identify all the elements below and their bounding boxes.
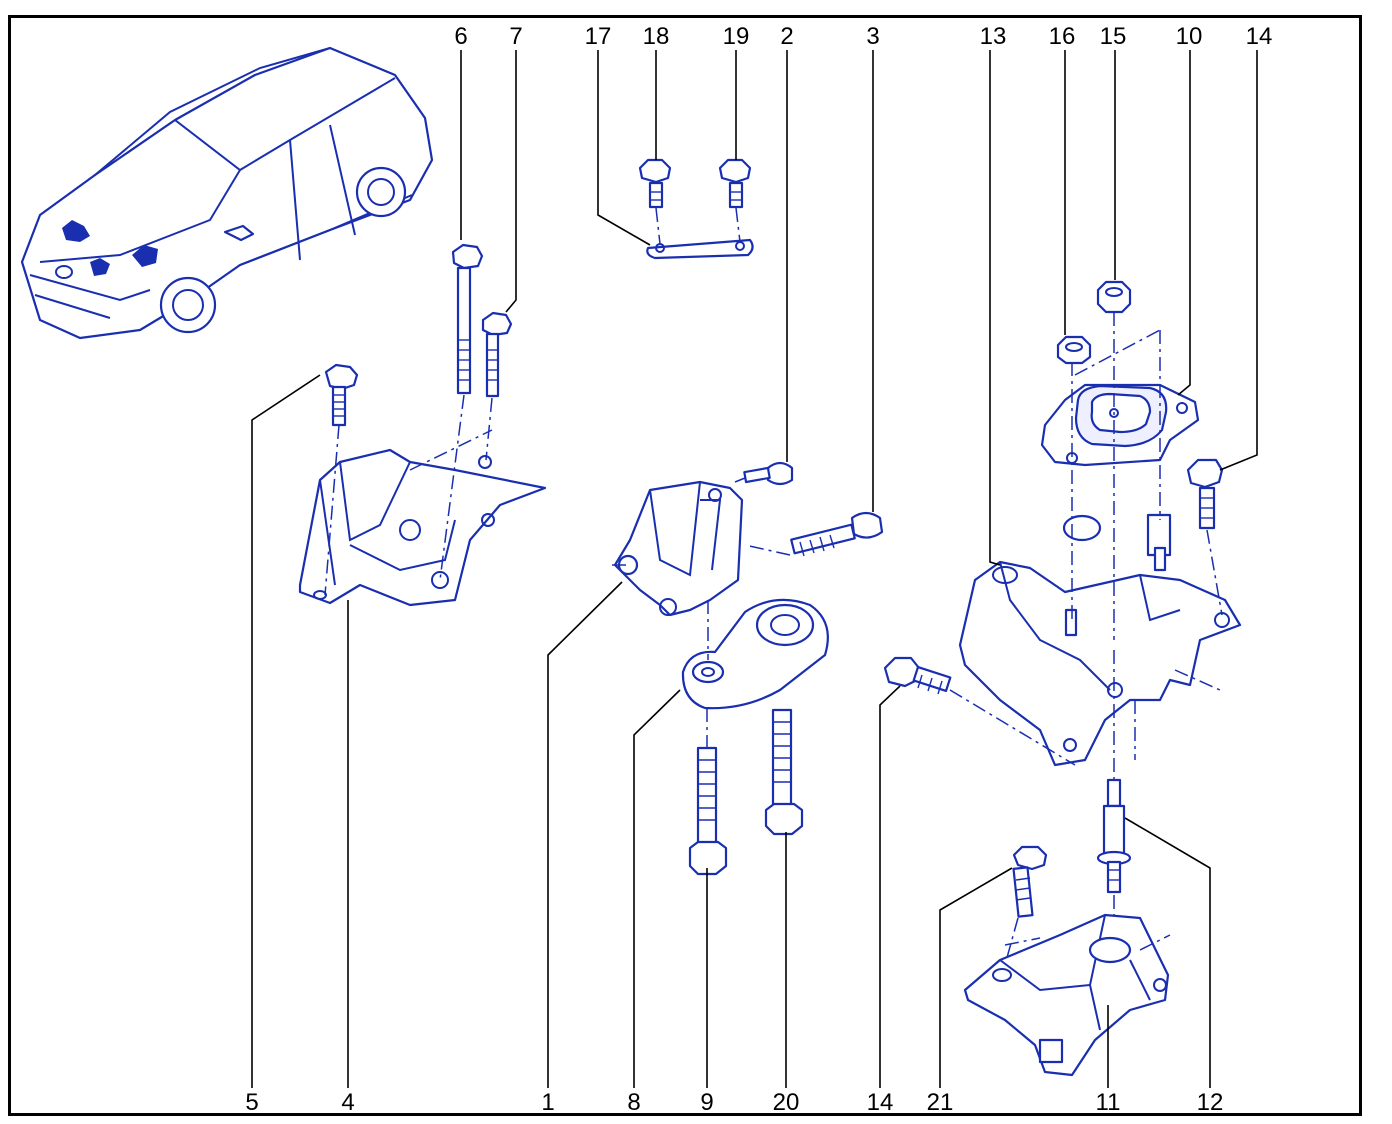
torque-rod-8	[681, 598, 829, 710]
nut-15	[1096, 280, 1132, 790]
callout-19: 19	[723, 23, 750, 50]
bolt-5	[324, 363, 359, 596]
callout-15: 15	[1100, 23, 1127, 50]
right-bracket-13	[949, 513, 1242, 767]
left-mount-bracket	[298, 448, 547, 607]
callout-13: 13	[980, 23, 1007, 50]
callout-12: 12	[1197, 1089, 1224, 1116]
bolt-18	[638, 158, 672, 245]
callout-10: 10	[1176, 23, 1203, 50]
callout-14-top: 14	[1246, 23, 1273, 50]
callout-6: 6	[454, 23, 467, 50]
lower-mount-11	[963, 913, 1171, 1077]
bolt-19	[718, 158, 752, 243]
bolt-21	[1002, 845, 1048, 973]
callout-1: 1	[541, 1089, 554, 1116]
callout-14-bottom: 14	[867, 1089, 894, 1116]
bolt-14-upper	[1186, 458, 1224, 616]
callout-9: 9	[700, 1089, 713, 1116]
bolt-3	[744, 511, 884, 557]
leader-lines	[251, 50, 1258, 1088]
callout-8: 8	[627, 1089, 640, 1116]
callout-7: 7	[509, 23, 522, 50]
center-bracket-1	[612, 480, 744, 617]
callout-labels: 6 7 17 18 19 2 3 13 16 15 10 14 5 4 1 8 …	[245, 23, 1272, 1116]
callout-21: 21	[927, 1089, 954, 1116]
callout-17: 17	[585, 23, 612, 50]
bolt-7	[409, 311, 513, 471]
bolt-14-lower	[883, 656, 952, 695]
plate-17	[646, 238, 754, 260]
callout-16: 16	[1049, 23, 1076, 50]
callout-5: 5	[245, 1089, 258, 1116]
top-mount-10	[1040, 383, 1200, 467]
callout-20: 20	[773, 1089, 800, 1116]
callout-4: 4	[341, 1089, 354, 1116]
bolt-20	[764, 708, 804, 836]
callout-3: 3	[866, 23, 879, 50]
bolt-9	[688, 708, 728, 876]
stud-12	[1096, 778, 1132, 945]
nut-16	[1056, 329, 1161, 620]
bolt-6	[439, 243, 484, 581]
bolt-2	[734, 461, 794, 486]
callout-2: 2	[780, 23, 793, 50]
car-illustration	[20, 46, 434, 340]
callout-18: 18	[643, 23, 670, 50]
callout-11: 11	[1096, 1089, 1121, 1116]
